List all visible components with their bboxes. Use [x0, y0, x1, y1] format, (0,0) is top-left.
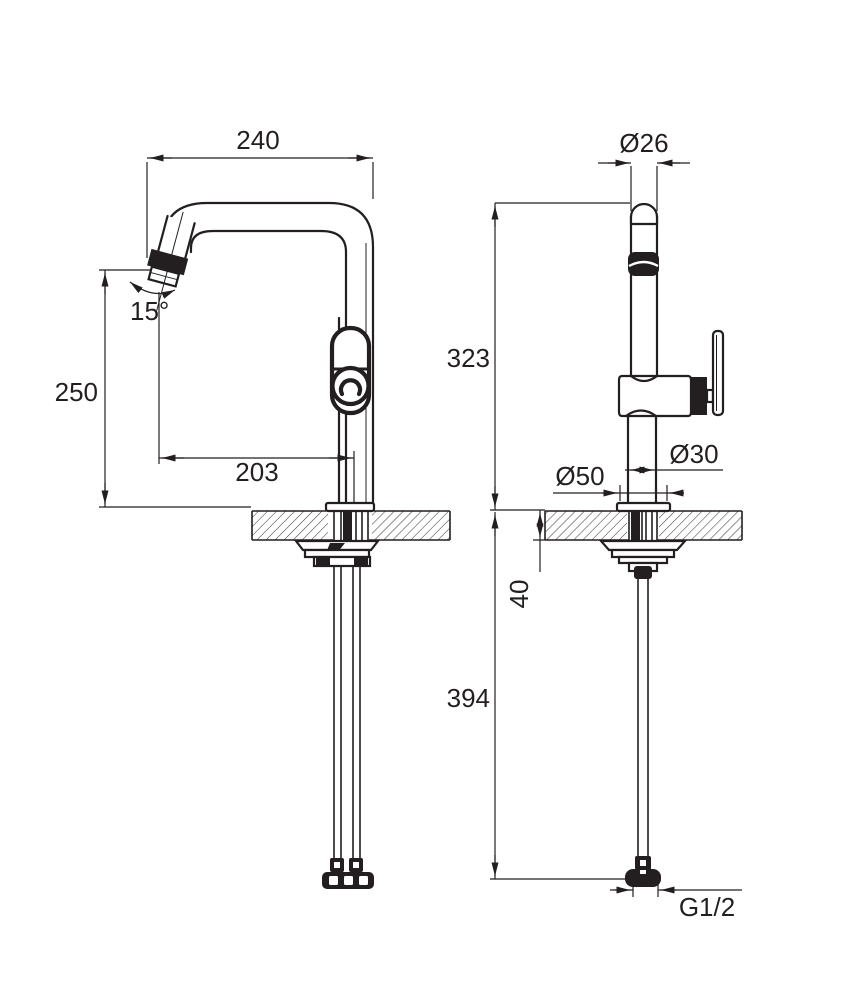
dim-base-diameter: Ø50 — [553, 461, 684, 501]
base-flange-side — [615, 501, 672, 513]
countertop-front — [251, 510, 451, 541]
dim-spout-reach: 203 — [158, 292, 355, 502]
dim-394-label: 394 — [447, 683, 490, 713]
dim-g12-label: G1/2 — [679, 892, 735, 922]
dim-250-label: 250 — [55, 377, 98, 407]
g-half-end-fitting — [625, 869, 661, 887]
dim-203-label: 203 — [235, 457, 278, 487]
body-bottom-saddle — [624, 409, 658, 418]
dim-o26-label: Ø26 — [619, 128, 668, 158]
dim-o50-label: Ø50 — [555, 461, 604, 491]
dim-o30-label: Ø30 — [669, 439, 718, 469]
dim-nozzle-angle: 15° — [129, 281, 176, 326]
nozzle — [147, 211, 196, 311]
logo-badge — [329, 325, 372, 416]
dim-15-label: 15° — [130, 296, 169, 326]
tube-dome-cap — [629, 202, 659, 226]
faucet-side-outline — [615, 202, 725, 540]
dim-body-diameter: Ø30 — [625, 439, 723, 474]
logo-horseshoe — [338, 378, 363, 397]
nozzle-side-band — [628, 252, 659, 276]
tail-bolt — [634, 566, 652, 579]
base-and-shank-front — [324, 501, 376, 540]
dim-40-label: 40 — [504, 580, 534, 609]
side-view: Ø26 323 Ø50 Ø30 40 — [447, 128, 743, 922]
body-top-saddle — [629, 374, 659, 383]
under-counter-side — [598, 539, 688, 887]
dim-spout-width: 240 — [146, 125, 374, 258]
countertop-side — [544, 510, 743, 541]
dim-thread: G1/2 — [610, 883, 742, 922]
under-counter-front — [293, 539, 381, 889]
handle-knurl — [691, 377, 707, 415]
handle-lever — [711, 329, 725, 417]
dim-counter-thickness: 40 — [504, 510, 545, 608]
dim-240-label: 240 — [236, 125, 279, 155]
dim-323-label: 323 — [447, 343, 490, 373]
dim-below-counter-length: 394 — [447, 512, 626, 880]
dim-top-diameter: Ø26 — [598, 128, 690, 211]
dim-spout-height: 250 — [55, 269, 251, 508]
front-view: 240 250 203 15° — [55, 125, 451, 889]
mixer-body — [617, 374, 693, 418]
dim-height-above-counter: 323 — [447, 202, 630, 511]
